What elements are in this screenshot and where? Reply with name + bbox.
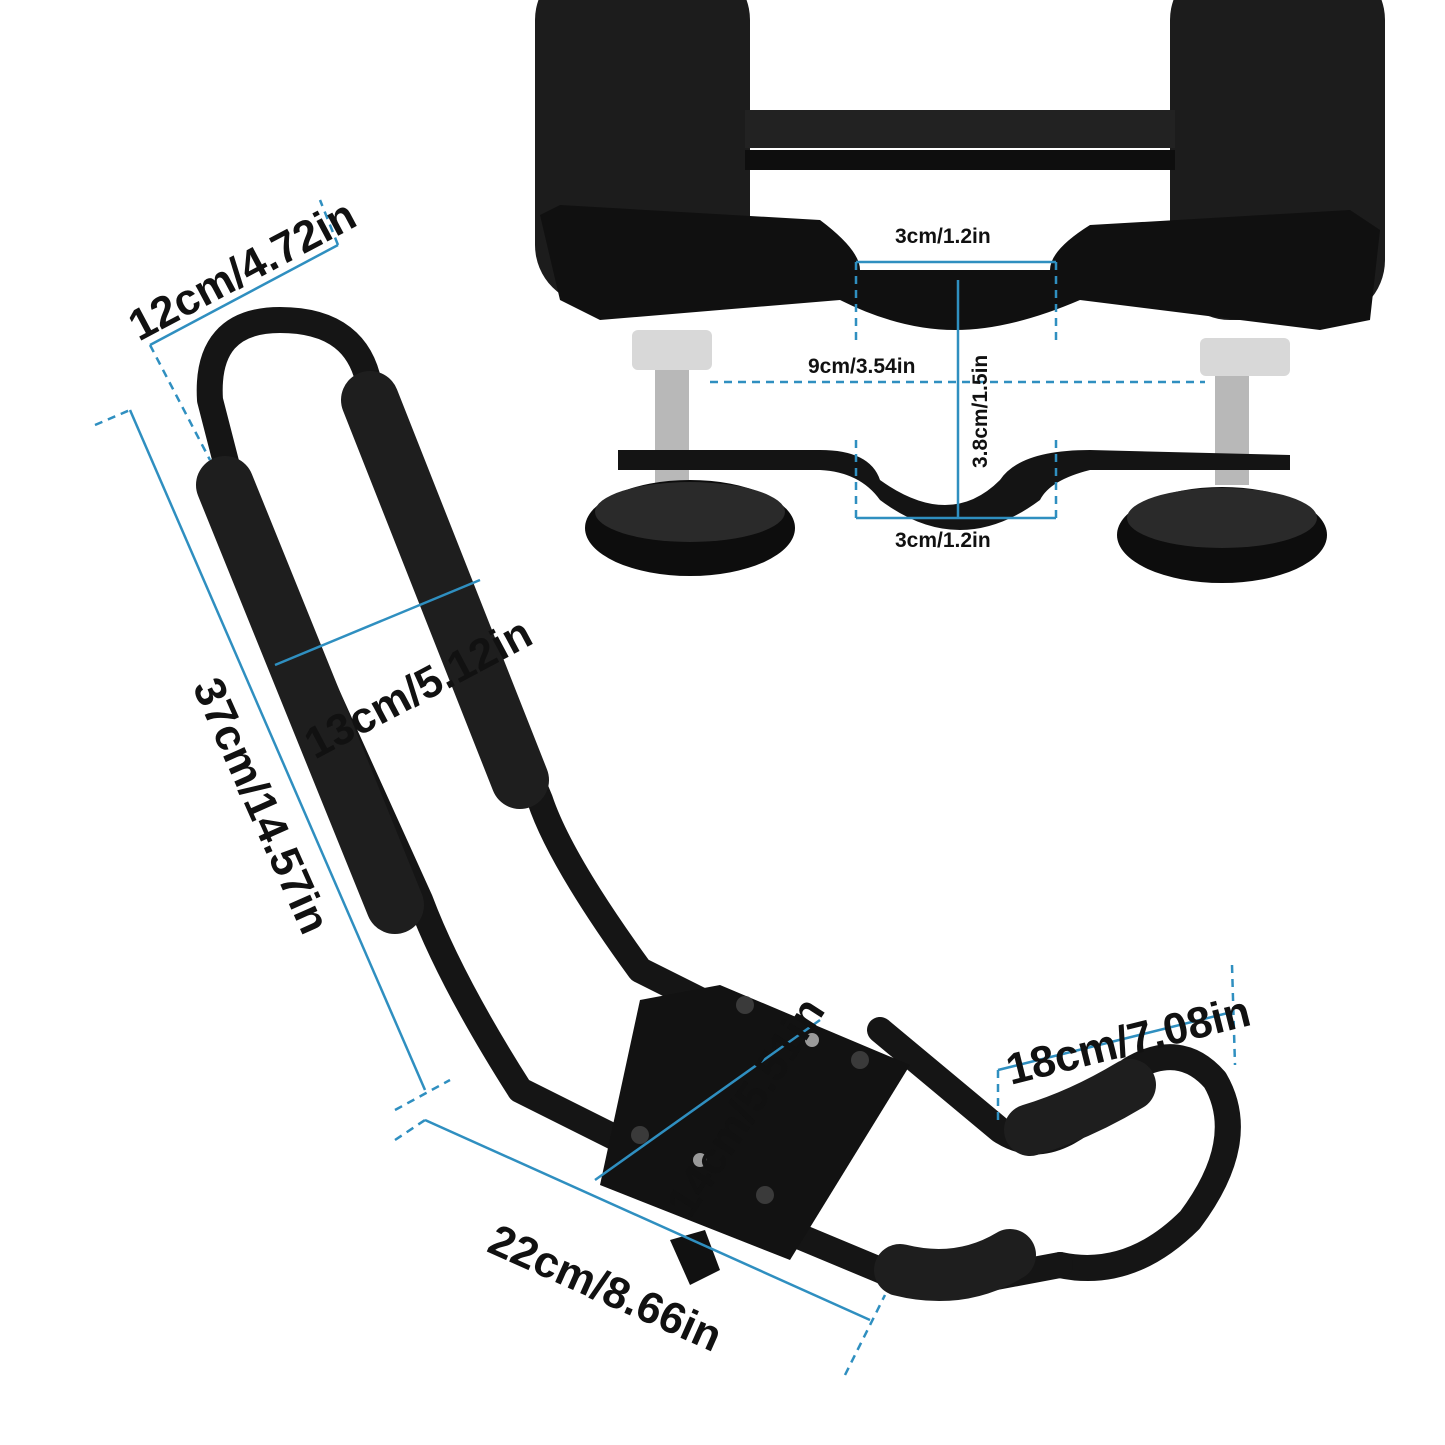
foam-padding-side: [1004, 1059, 1156, 1156]
foam-padding-bottom: [874, 1229, 1036, 1301]
frame-crossbar: [745, 110, 1175, 148]
mount-hole: [851, 1051, 869, 1069]
ext-line: [843, 1294, 887, 1376]
dim-label-clamp-top: 3cm/1.2in: [895, 225, 991, 248]
ext-line: [148, 344, 212, 461]
mount-bolt: [805, 1033, 819, 1047]
top-loop-tube: [196, 307, 413, 483]
clamp-dimension-lines: [710, 260, 1205, 520]
dim-label-clamp-bottom: 3cm/1.2in: [895, 529, 991, 552]
mount-knob: [670, 1230, 720, 1285]
bolt-head-right: [1200, 338, 1290, 376]
bottom-strap: [618, 450, 1290, 530]
dim-line-top-width: [149, 243, 339, 347]
frame-crossbar-shadow: [745, 150, 1175, 170]
bolt-head-left: [632, 330, 712, 370]
mount-bolt: [693, 1153, 707, 1167]
dim-label-clamp-span: 9cm/3.54in: [808, 355, 916, 378]
dim-line-base-length: [424, 1118, 871, 1322]
knob-left-top: [595, 482, 785, 542]
ext-line: [394, 1078, 451, 1112]
saddle-bracket: [540, 205, 1380, 330]
long-tube-outer: [217, 467, 633, 1153]
mount-hole: [756, 1186, 774, 1204]
mount-hole: [631, 1126, 649, 1144]
foam-padding-outer: [196, 456, 424, 934]
foam-padding-inner: [341, 371, 549, 809]
mount-hole: [736, 996, 754, 1014]
knob-right-top: [1127, 488, 1317, 548]
dim-line-base-plate: [594, 1018, 821, 1182]
long-tube-inner: [357, 377, 733, 1023]
dim-line-side-width: [997, 1010, 1233, 1072]
mount-plate-body: [600, 985, 910, 1260]
clamp-closeup: [535, 0, 1385, 583]
ext-line: [1230, 964, 1237, 1066]
mounting-plate: [600, 985, 910, 1285]
rack-dimension-lines: [94, 199, 1237, 1376]
ext-line: [394, 1118, 426, 1142]
dim-label-clamp-depth: 3.8cm/1.5in: [969, 354, 992, 468]
dim-line-height: [128, 409, 427, 1091]
j-rack-frame: [196, 307, 1241, 1301]
ext-line: [94, 408, 131, 427]
dim-line-inner-width: [274, 578, 481, 667]
